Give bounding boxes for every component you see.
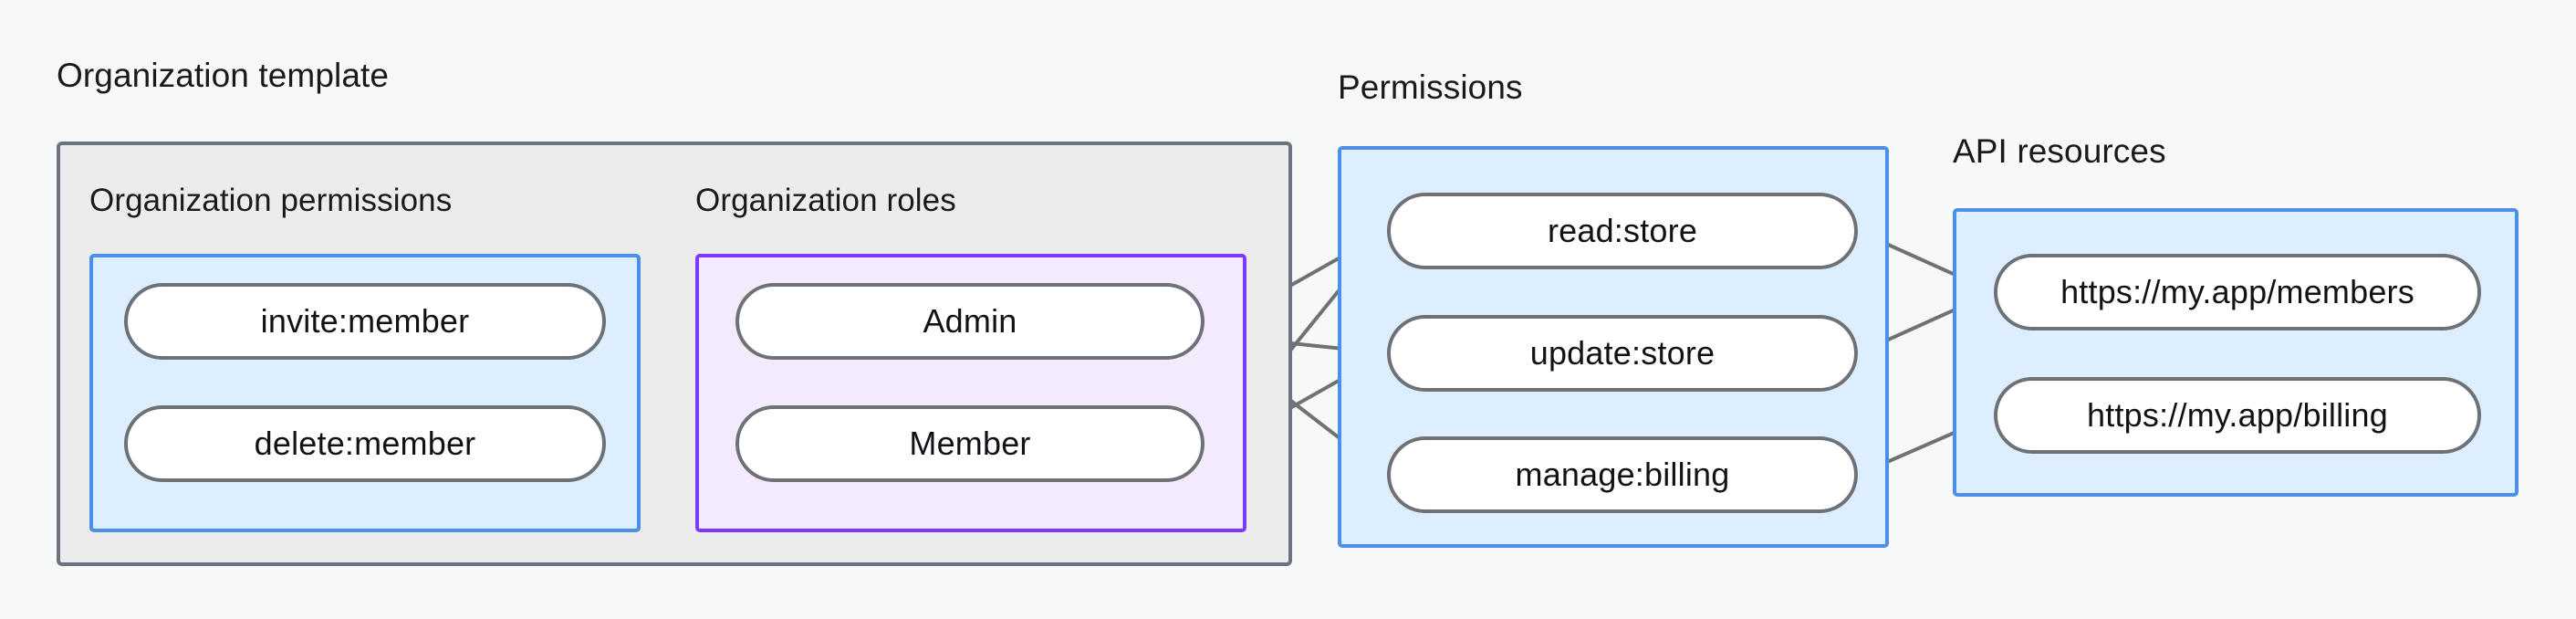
group-label-api-resources: API resources bbox=[1953, 132, 2166, 170]
node-label-my-app-members: https://my.app/members bbox=[2060, 273, 2414, 310]
node-label-invite-member: invite:member bbox=[260, 302, 470, 340]
node-label-delete-member: delete:member bbox=[254, 425, 476, 462]
node-label-read-store: read:store bbox=[1547, 212, 1698, 249]
subgroup-label-organization-permissions: Organization permissions bbox=[89, 183, 453, 218]
group-label-organization-template: Organization template bbox=[57, 57, 390, 94]
node-my-app-billing[interactable]: https://my.app/billing bbox=[1994, 377, 2481, 454]
node-label-admin: Admin bbox=[923, 302, 1017, 340]
node-delete-member[interactable]: delete:member bbox=[124, 405, 606, 482]
node-my-app-members[interactable]: https://my.app/members bbox=[1994, 254, 2481, 330]
node-invite-member[interactable]: invite:member bbox=[124, 283, 606, 360]
node-label-member: Member bbox=[909, 425, 1031, 462]
node-manage-billing[interactable]: manage:billing bbox=[1387, 436, 1858, 513]
node-read-store[interactable]: read:store bbox=[1387, 193, 1858, 269]
node-member[interactable]: Member bbox=[735, 405, 1205, 482]
group-label-permissions: Permissions bbox=[1338, 68, 1523, 106]
subgroup-label-organization-roles: Organization roles bbox=[695, 183, 956, 218]
node-admin[interactable]: Admin bbox=[735, 283, 1205, 360]
node-label-update-store: update:store bbox=[1529, 334, 1716, 372]
node-label-my-app-billing: https://my.app/billing bbox=[2087, 396, 2388, 434]
node-update-store[interactable]: update:store bbox=[1387, 315, 1858, 392]
node-label-manage-billing: manage:billing bbox=[1515, 456, 1730, 493]
